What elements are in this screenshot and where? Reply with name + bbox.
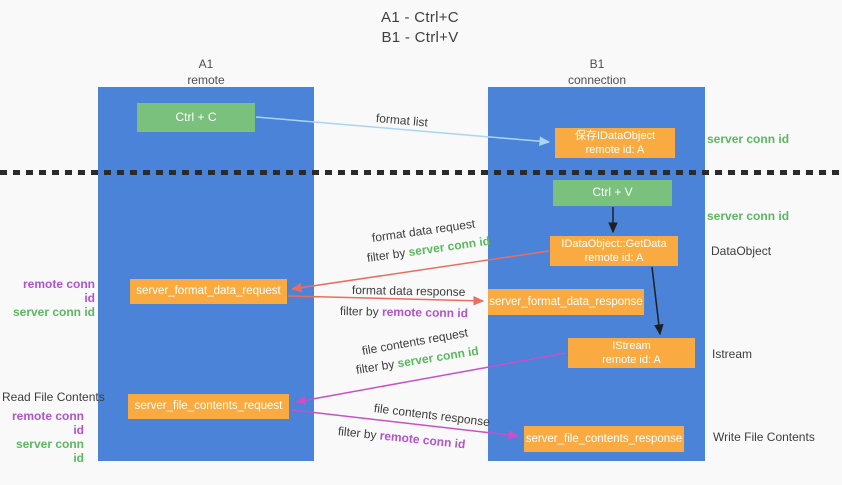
save-idataobject-line1: 保存IDataObject <box>574 129 656 142</box>
lane-header-right: B1 connection <box>537 57 657 88</box>
server-file-contents-response-node: server_file_contents_response <box>524 426 684 452</box>
ctrl-c-node: Ctrl + C <box>137 103 255 132</box>
conn-id-pair-format: remote conn id server conn id <box>10 277 95 319</box>
format-request-label: server_format_data_request <box>136 285 281 298</box>
conn-id-pair-file: remote conn id server conn id <box>10 409 84 465</box>
server-file-contents-request-node: server_file_contents_request <box>128 394 289 419</box>
file-contents-response-arrow-label: file contents response <box>373 401 491 430</box>
remote-conn-id-side-label-1: remote conn id <box>22 277 95 305</box>
filter-by-text: filter by <box>337 424 381 443</box>
lane-left-name: A1 <box>198 57 214 71</box>
format-data-response-arrow-label: format data response <box>351 283 466 299</box>
remote-conn-id-text: remote conn id <box>379 428 467 452</box>
ctrl-v-label: Ctrl + V <box>592 185 633 200</box>
title-line-b1: B1 - Ctrl+V <box>381 28 459 46</box>
filter-by-remote-conn-id-label-1: filter by remote conn id <box>340 304 468 320</box>
istream-node: IStream remote id: A <box>568 338 695 368</box>
idataobject-getdata-node: IDataObject::GetData remote id: A <box>550 236 678 266</box>
lane-header-left: A1 remote <box>146 57 266 88</box>
server-conn-id-side-label-1: server conn id <box>12 305 95 319</box>
file-response-label: server_file_contents_response <box>525 432 683 445</box>
filter-by-text: filter by <box>354 356 399 377</box>
server-conn-id-side-label-mid: server conn id <box>707 209 790 223</box>
ctrl-v-node: Ctrl + V <box>553 180 672 206</box>
lane-left-role: remote <box>187 72 225 87</box>
filter-by-text: filter by <box>339 304 383 319</box>
diagram-title: A1 - Ctrl+C B1 - Ctrl+V <box>320 8 520 47</box>
getdata-line1: IDataObject::GetData <box>561 237 667 250</box>
format-response-label: server_format_data_response <box>489 295 643 308</box>
phase-divider-dotted-line <box>0 170 842 175</box>
filter-by-remote-conn-id-label-2: filter by remote conn id <box>337 424 466 451</box>
file-request-label: server_file_contents_request <box>134 400 283 413</box>
getdata-line2: remote id: A <box>584 252 644 264</box>
write-file-contents-label: Write File Contents <box>713 430 815 444</box>
filter-by-text: filter by <box>366 245 410 265</box>
save-idataobject-node: 保存IDataObject remote id: A <box>555 128 675 158</box>
lane-right-name: B1 <box>589 57 605 71</box>
read-file-contents-label: Read File Contents <box>2 390 105 404</box>
server-conn-id-side-label-2: server conn id <box>15 437 84 465</box>
istream-line1: IStream <box>612 339 651 352</box>
istream-side-label: Istream <box>712 347 753 361</box>
istream-line2: remote id: A <box>602 354 661 366</box>
server-format-data-request-node: server_format_data_request <box>130 279 287 304</box>
ctrl-c-label: Ctrl + C <box>175 109 217 124</box>
remote-conn-id-side-label-2: remote conn id <box>11 409 84 437</box>
server-format-data-response-node: server_format_data_response <box>488 289 644 315</box>
format-list-arrow-label: format list <box>375 111 429 130</box>
lane-right-role: connection <box>567 72 627 87</box>
server-conn-id-side-label-top: server conn id <box>707 132 790 146</box>
remote-conn-id-text: remote conn id <box>381 304 469 321</box>
title-line-a1: A1 - Ctrl+C <box>381 9 459 26</box>
dataobject-side-label: DataObject <box>711 244 772 258</box>
save-idataobject-line2: remote id: A <box>585 144 645 156</box>
